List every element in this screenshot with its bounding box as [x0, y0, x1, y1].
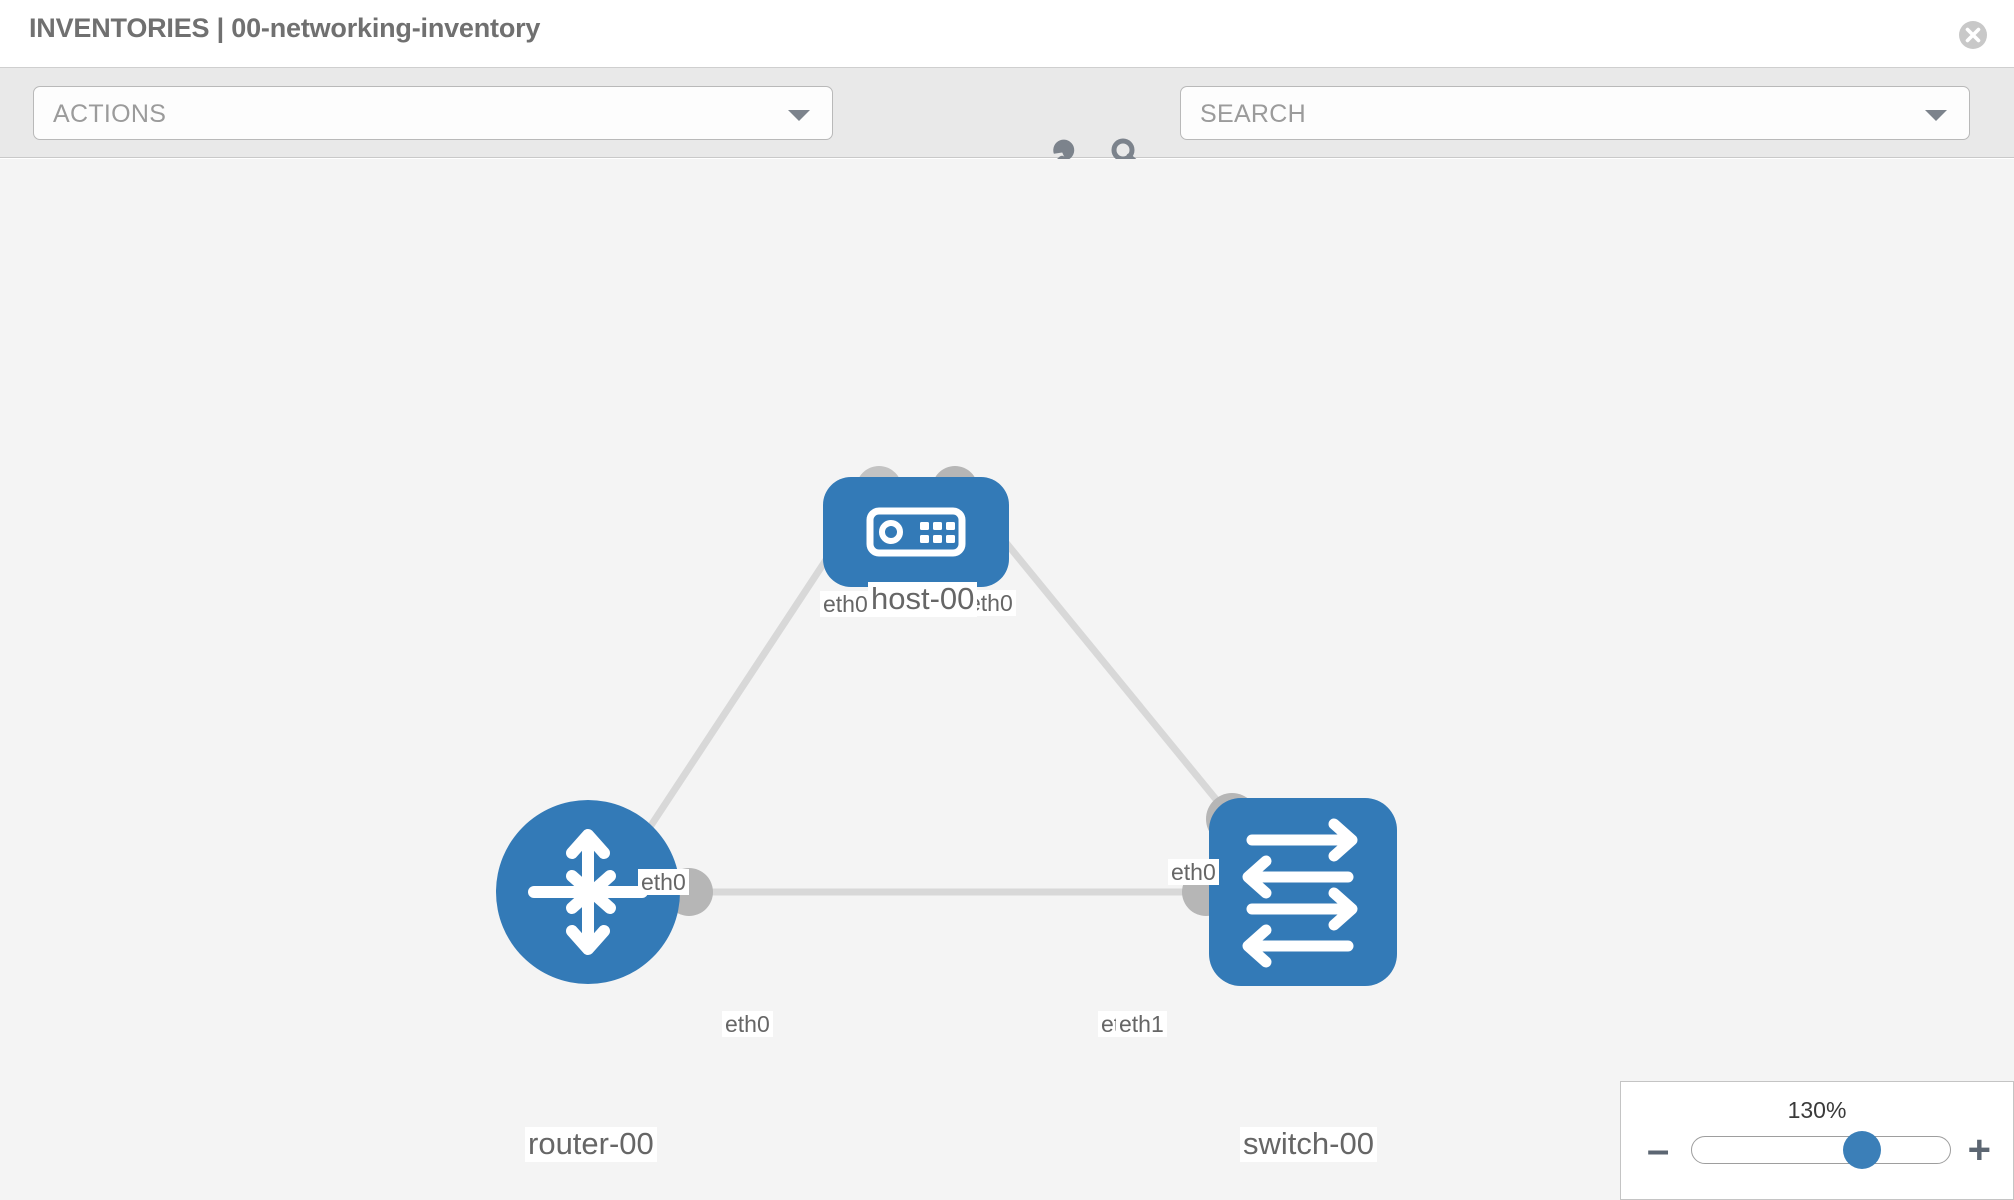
title-bar: INVENTORIES | 00-networking-inventory	[0, 0, 2014, 68]
search-placeholder: SEARCH	[1200, 100, 1306, 128]
search-chevron-down-icon[interactable]	[1925, 110, 1947, 121]
node-label-switch-00: switch-00	[1240, 1127, 1377, 1162]
node-label-host-00: host-00	[868, 582, 978, 617]
iface-label-switch-left-eth1: eth1	[1116, 1011, 1167, 1038]
chevron-down-icon	[788, 110, 810, 121]
toolbar: ACTIONS SEARCH	[0, 68, 2014, 175]
zoom-out-button[interactable]: –	[1647, 1128, 1670, 1172]
zoom-in-button[interactable]: +	[1967, 1128, 1991, 1172]
zoom-level-label: 130%	[1787, 1097, 1847, 1123]
iface-label-switch-upper: eth0	[1168, 859, 1219, 886]
node-switch-00[interactable]	[1209, 798, 1397, 986]
page-title: INVENTORIES | 00-networking-inventory	[29, 13, 541, 43]
iface-label-host-left: eth0	[820, 591, 871, 618]
zoom-slider[interactable]	[1691, 1131, 1951, 1169]
zoom-slider-handle[interactable]	[1843, 1131, 1882, 1169]
actions-dropdown[interactable]: ACTIONS	[33, 86, 833, 140]
node-router-00[interactable]	[496, 800, 680, 984]
iface-label-router-right: eth0	[722, 1011, 773, 1038]
node-host-00[interactable]	[823, 477, 1009, 587]
node-label-router-00: router-00	[525, 1127, 657, 1162]
iface-label-router-upper: eth0	[638, 869, 689, 896]
zoom-control-panel: 130% – +	[1620, 1081, 2014, 1200]
actions-dropdown-label: ACTIONS	[53, 100, 167, 128]
topology-graph	[496, 466, 1397, 986]
search-input[interactable]: SEARCH	[1180, 86, 1970, 140]
topology-canvas[interactable]: eth0 eth0 eth0 eth0 eth0 eth0 eth1 host-…	[0, 159, 2014, 1200]
close-icon[interactable]	[1958, 20, 1988, 50]
